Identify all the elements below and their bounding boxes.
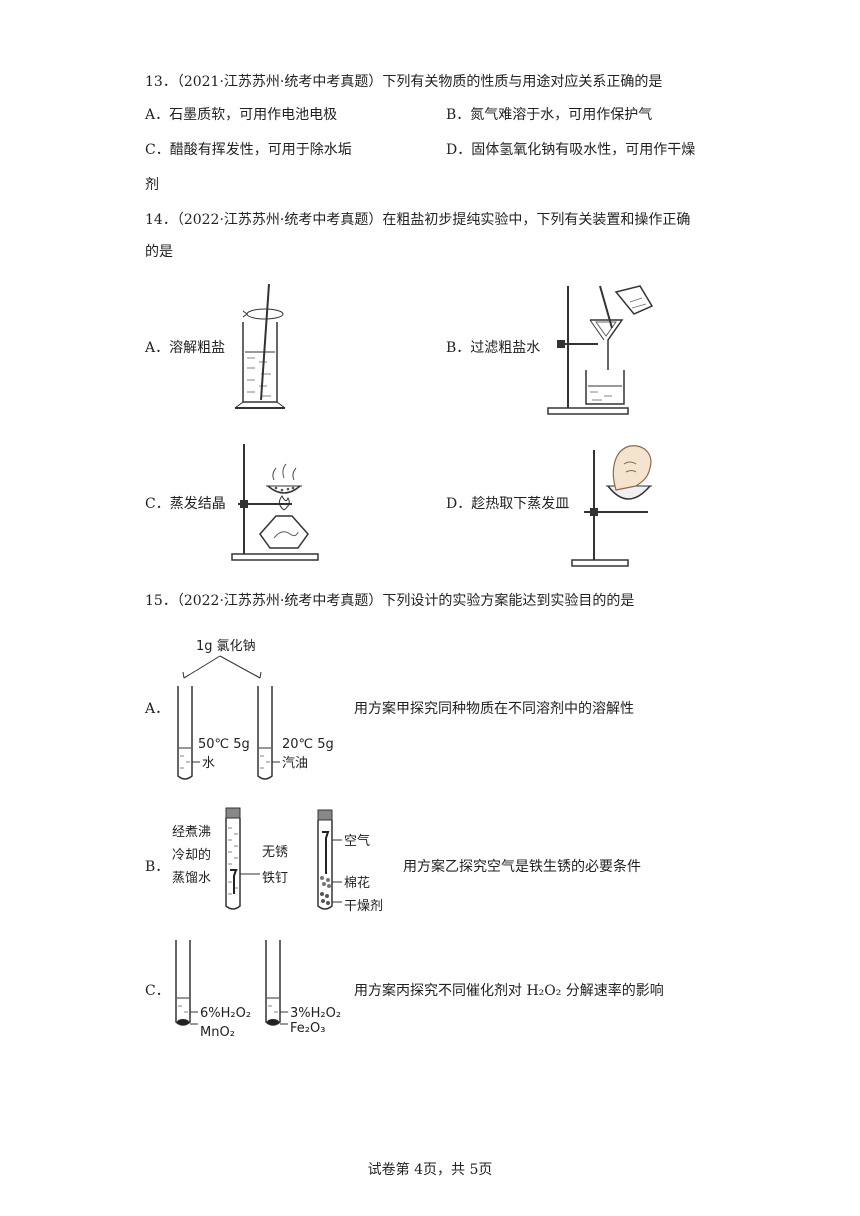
tube1-h2o2-label: 6%H₂O₂ bbox=[200, 1006, 251, 1021]
tube1-condition: 50℃ 5g bbox=[198, 737, 250, 752]
tube1-catalyst-label: MnO₂ bbox=[200, 1025, 235, 1040]
q15-option-c-label: C． bbox=[145, 983, 170, 999]
q14-option-c: C．蒸发结晶 bbox=[145, 496, 226, 512]
tube2-catalyst-label: Fe₂O₃ bbox=[290, 1021, 325, 1036]
tube2-condition: 20℃ 5g bbox=[282, 737, 334, 752]
nail-label-1: 无锈 bbox=[262, 845, 288, 860]
q14-option-a: A．溶解粗盐 bbox=[145, 340, 226, 356]
q13-stem: 13．（2021·江苏苏州·统考中考真题）下列有关物质的性质与用途对应关系正确的… bbox=[145, 74, 663, 90]
rusting-tubes-figure: 经煮沸 冷却的 蒸馏水 无锈 铁钉 空气 棉花 干燥剂 bbox=[172, 807, 383, 914]
tube2-h2o2-label: 3%H₂O₂ bbox=[290, 1006, 341, 1021]
remove-dish-figure bbox=[571, 445, 652, 567]
q13-option-d-wrap: 剂 bbox=[145, 177, 159, 193]
q13-option-a: A．石墨质软，可用作电池电极 bbox=[145, 107, 338, 123]
q15-option-b-label: B． bbox=[145, 859, 170, 875]
q15-option-a-label: A． bbox=[145, 701, 170, 717]
q13-option-b: B．氮气难溶于水，可用作保护气 bbox=[446, 107, 653, 123]
q14-stem-line2: 的是 bbox=[145, 244, 173, 260]
dissolve-beaker-figure bbox=[234, 283, 286, 409]
nail-label-2: 铁钉 bbox=[262, 871, 288, 886]
tube2-liquid: 汽油 bbox=[282, 756, 308, 771]
water-label-2: 冷却的 bbox=[172, 847, 211, 863]
filter-apparatus-figure bbox=[547, 285, 654, 415]
q13-option-c: C．醋酸有挥发性，可用于除水垢 bbox=[145, 142, 352, 158]
desiccant-label: 干燥剂 bbox=[344, 899, 383, 914]
catalyst-tubes-figure: 6%H₂O₂ MnO₂ 3%H₂O₂ Fe₂O₃ bbox=[175, 940, 341, 1040]
q15-option-a-text: 用方案甲探究同种物质在不同溶剂中的溶解性 bbox=[354, 701, 634, 717]
top-label-sodium-chloride: 1g 氯化钠 bbox=[196, 639, 256, 654]
q14-option-d: D．趁热取下蒸发皿 bbox=[446, 496, 570, 512]
q13-option-d: D．固体氢氧化钠有吸水性，可用作干燥 bbox=[446, 142, 696, 158]
q15-option-b-text: 用方案乙探究空气是铁生锈的必要条件 bbox=[403, 859, 641, 875]
q14-option-b: B．过滤粗盐水 bbox=[446, 340, 541, 356]
solubility-tubes-figure: 1g 氯化钠 50℃ 5g 水 20℃ 5g 汽油 bbox=[177, 639, 334, 780]
page-footer: 试卷第 4页，共 5页 bbox=[367, 1162, 493, 1178]
water-label-3: 蒸馏水 bbox=[172, 871, 211, 886]
cotton-label: 棉花 bbox=[344, 875, 370, 891]
evaporation-figure bbox=[231, 444, 319, 561]
q15-stem: 15．（2022·江苏苏州·统考中考真题）下列设计的实验方案能达到实验目的的是 bbox=[145, 593, 635, 609]
q14-stem-line1: 14．（2022·江苏苏州·统考中考真题）在粗盐初步提纯实验中，下列有关装置和操… bbox=[145, 212, 691, 228]
tube1-liquid: 水 bbox=[202, 756, 215, 771]
water-label-1: 经煮沸 bbox=[172, 825, 211, 840]
q15-option-c-text: 用方案丙探究不同催化剂对 H₂O₂ 分解速率的影响 bbox=[354, 983, 664, 999]
air-label: 空气 bbox=[344, 833, 370, 849]
